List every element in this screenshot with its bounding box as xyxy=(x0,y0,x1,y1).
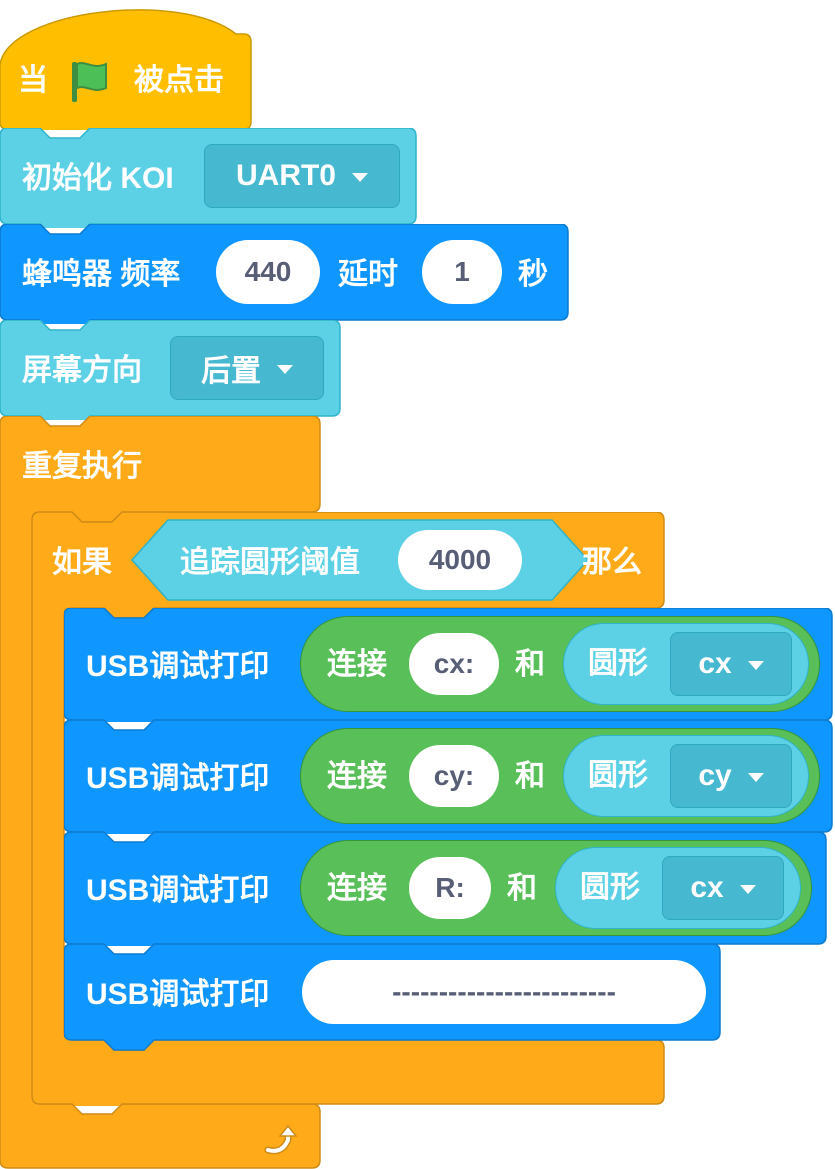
green-flag-icon[interactable] xyxy=(68,58,114,104)
init-koi-label: 初始化 KOI xyxy=(22,162,174,195)
join-label: 连接 xyxy=(327,872,387,905)
buzzer-duration-input[interactable]: 1 xyxy=(422,240,502,304)
when-flag-clicked-block[interactable]: 当 被点击 xyxy=(0,0,252,130)
circle-property-value: cx xyxy=(690,871,724,904)
buzzer-frequency-input[interactable]: 440 xyxy=(216,240,320,304)
uart-port-value: UART0 xyxy=(235,159,336,192)
and-label: 和 xyxy=(515,648,545,681)
circle-property-reporter[interactable]: 圆形 cx xyxy=(555,847,801,929)
circle-property-reporter[interactable]: 圆形 cx xyxy=(563,623,809,705)
usb-print-block-1[interactable]: USB调试打印 连接 cx: 和 圆形 cx xyxy=(64,608,835,722)
chevron-down-icon xyxy=(747,660,764,670)
buzzer-block[interactable]: 蜂鸣器 频率 440 延时 1 秒 xyxy=(0,224,570,324)
then-label: 那么 xyxy=(582,546,642,579)
hat-suffix-label: 被点击 xyxy=(134,64,224,97)
circle-label: 圆形 xyxy=(580,871,640,904)
screen-direction-dropdown[interactable]: 后置 xyxy=(170,336,324,400)
buzzer-label: 蜂鸣器 频率 xyxy=(22,258,181,291)
and-label: 和 xyxy=(507,872,537,905)
and-label: 和 xyxy=(515,760,545,793)
usb-print-block-2[interactable]: USB调试打印 连接 cy: 和 圆形 cy xyxy=(64,720,835,834)
init-koi-block[interactable]: 初始化 KOI UART0 xyxy=(0,128,417,228)
if-label: 如果 xyxy=(52,546,112,579)
circle-property-value: cx xyxy=(698,647,732,680)
chevron-down-icon xyxy=(277,364,293,374)
circle-label: 圆形 xyxy=(588,647,648,680)
join-operator[interactable]: 连接 R: 和 圆形 cx xyxy=(300,840,812,936)
circle-property-dropdown[interactable]: cx xyxy=(670,632,792,696)
chevron-down-icon xyxy=(352,172,368,182)
chevron-down-icon xyxy=(747,772,764,782)
join-label: 连接 xyxy=(327,760,387,793)
join-operator[interactable]: 连接 cy: 和 圆形 cy xyxy=(300,728,820,824)
buzzer-delay-label: 延时 xyxy=(338,258,398,291)
circle-label: 圆形 xyxy=(588,759,648,792)
join-label: 连接 xyxy=(327,648,387,681)
usb-print-label: USB调试打印 xyxy=(86,762,270,795)
hat-prefix-label: 当 xyxy=(18,64,48,97)
usb-print-label: USB调试打印 xyxy=(86,978,270,1011)
join-text-input[interactable]: cx: xyxy=(409,633,499,695)
chevron-down-icon xyxy=(739,884,756,894)
condition-label: 追踪圆形阈值 xyxy=(180,546,360,579)
threshold-input[interactable]: 4000 xyxy=(398,530,522,590)
uart-port-dropdown[interactable]: UART0 xyxy=(204,144,400,208)
circle-property-dropdown[interactable]: cy xyxy=(670,744,792,808)
join-operator[interactable]: 连接 cx: 和 圆形 cx xyxy=(300,616,820,712)
screen-direction-value: 后置 xyxy=(201,355,261,388)
forever-label: 重复执行 xyxy=(22,450,142,483)
usb-print-block-3[interactable]: USB调试打印 连接 R: 和 圆形 cx xyxy=(64,832,830,946)
usb-print-label: USB调试打印 xyxy=(86,874,270,907)
circle-property-reporter[interactable]: 圆形 cy xyxy=(563,735,809,817)
screen-direction-block[interactable]: 屏幕方向 后置 xyxy=(0,320,341,420)
join-text-input[interactable]: cy: xyxy=(409,745,499,807)
circle-property-dropdown[interactable]: cx xyxy=(662,856,784,920)
circle-property-value: cy xyxy=(698,759,732,792)
buzzer-unit-label: 秒 xyxy=(518,258,548,291)
usb-print-label: USB调试打印 xyxy=(86,650,270,683)
join-text-input[interactable]: R: xyxy=(409,857,491,919)
usb-print-block-4[interactable]: USB调试打印 ------------------------ xyxy=(64,944,724,1051)
loop-arrow-icon xyxy=(262,1120,302,1160)
print-text-input[interactable]: ------------------------ xyxy=(302,960,706,1024)
screen-direction-label: 屏幕方向 xyxy=(22,354,142,387)
